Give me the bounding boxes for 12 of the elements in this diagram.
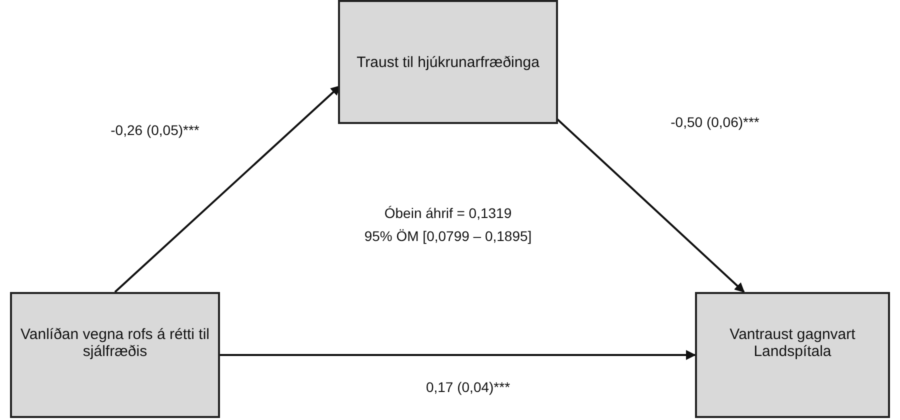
note-text: 95% ÖM [0,0799 – 0,1895] xyxy=(364,228,532,244)
process-box xyxy=(10,292,220,418)
edge-label: 0,17 (0,04)*** xyxy=(426,379,510,395)
edge-label: -0,50 (0,06)*** xyxy=(670,114,760,130)
process-box xyxy=(695,292,890,418)
note-text: Óbein áhrif = 0,1319 xyxy=(384,205,512,221)
box-text: Vantraust gagnvart Landspítala xyxy=(728,326,856,360)
arrow xyxy=(220,350,696,360)
box-text: Vanlíðan vegna rofs á rétti til sjálfræðis xyxy=(20,326,210,360)
box-text: Traust til hjúkrunarfræðinga xyxy=(356,54,540,70)
edge-label: -0,26 (0,05)*** xyxy=(110,122,200,138)
process-box xyxy=(338,0,558,124)
